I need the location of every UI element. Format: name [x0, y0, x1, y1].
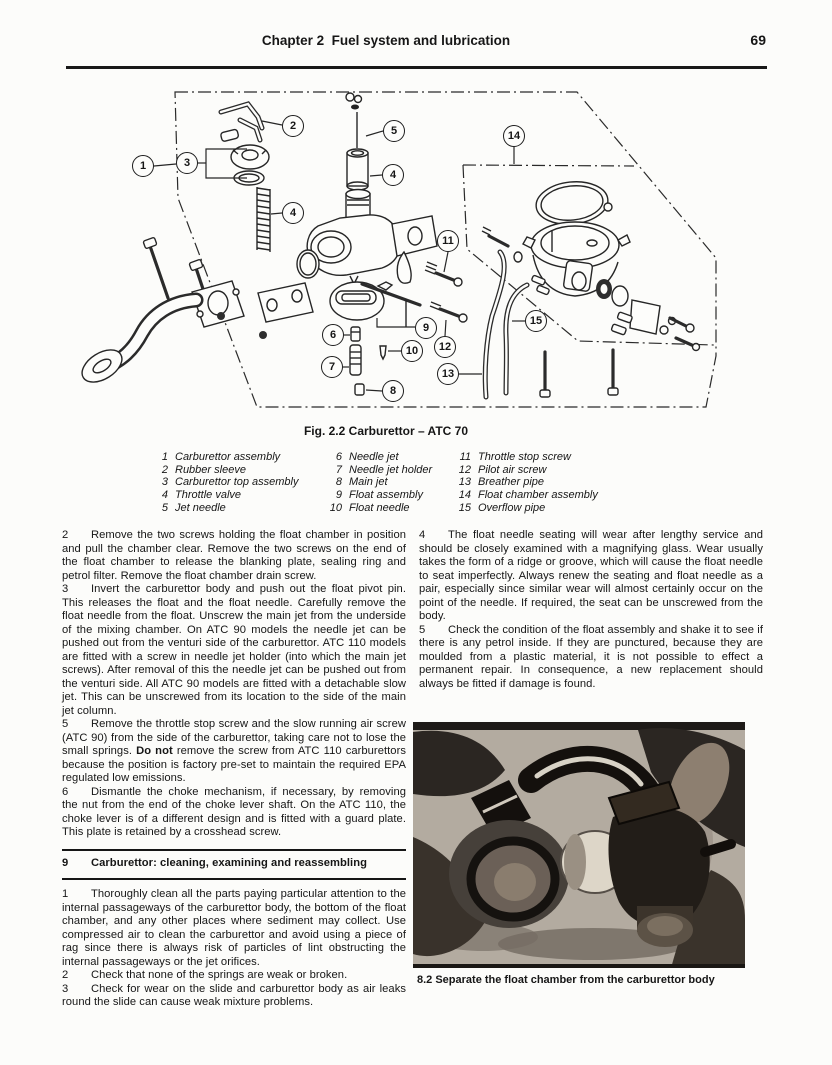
diagram-callout-6: 6 [322, 324, 344, 346]
diagram-callout-7: 7 [321, 356, 343, 378]
photo-separating-float-chamber [413, 722, 745, 968]
diagram-callout-14: 14 [503, 125, 525, 147]
diagram-callout-5: 5 [383, 120, 405, 142]
header-rule [66, 66, 767, 69]
page-number: 69 [750, 32, 766, 48]
photo-caption: 8.2 Separate the float chamber from the … [417, 974, 715, 986]
section-rule-bottom [62, 877, 406, 881]
diagram-callout-15: 15 [525, 310, 547, 332]
diagram-callout-8: 8 [382, 380, 404, 402]
diagram-callout-12: 12 [434, 336, 456, 358]
diagram-callout-13: 13 [437, 363, 459, 385]
diagram-callout-3: 3 [176, 152, 198, 174]
diagram-callout-2: 2 [282, 115, 304, 137]
diagram-callout-11: 11 [437, 230, 459, 252]
diagram-callout-4: 4 [282, 202, 304, 224]
carburettor-exploded-diagram [81, 91, 717, 408]
section-rule-top [62, 848, 406, 852]
diagram-callout-1: 1 [132, 155, 154, 177]
diagram-callout-10: 10 [401, 340, 423, 362]
figure-caption: Fig. 2.2 Carburettor – ATC 70 [303, 424, 469, 438]
diagram-callout-4: 4 [382, 164, 404, 186]
diagram-callout-9: 9 [415, 317, 437, 339]
chapter-title: Chapter 2 Fuel system and lubrication [261, 33, 511, 48]
